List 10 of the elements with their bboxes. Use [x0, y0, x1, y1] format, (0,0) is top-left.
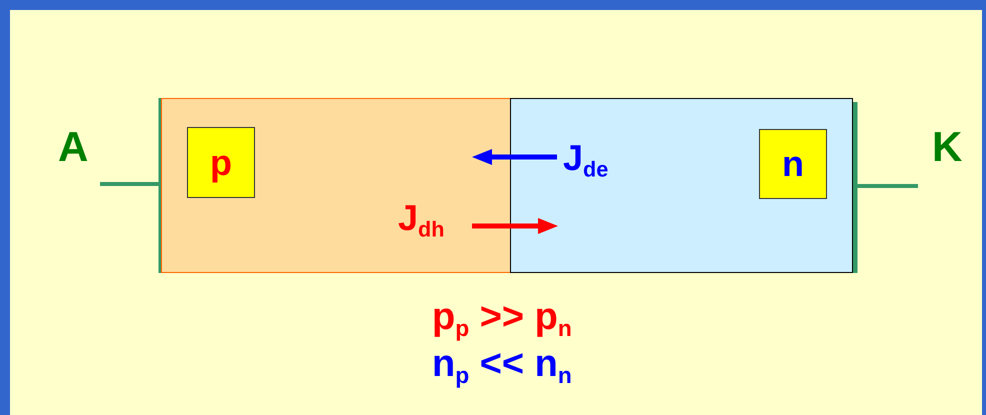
n-region — [510, 98, 853, 273]
current-label: J$_{de}$ — [563, 140, 608, 180]
terminal-label: A — [58, 126, 88, 168]
p-region — [161, 98, 511, 273]
terminal-label: K — [932, 126, 962, 168]
relation-text: p$_{p}$ >> p$_{n}$ — [432, 298, 572, 340]
region-tag: p — [187, 127, 255, 198]
current-label: J$_{dh}$ — [398, 200, 444, 240]
region-tag: n — [759, 129, 827, 199]
relation-text: n$_{p}$ << n$_{n}$ — [432, 345, 572, 387]
